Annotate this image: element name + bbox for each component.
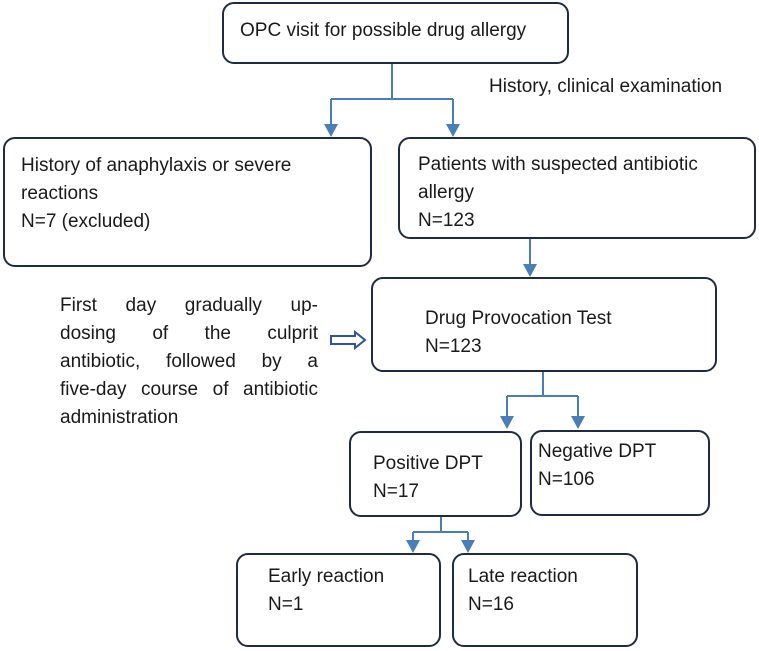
node-early-line2: N=1 (268, 594, 304, 615)
node-excluded-line1: History of anaphylaxis or severe (21, 155, 292, 176)
node-suspected: Patients with suspected antibiotic aller… (398, 137, 756, 239)
arrow-down-icon (406, 540, 420, 553)
node-negative-line1: Negative DPT (538, 441, 657, 462)
node-positive-line1: Positive DPT (373, 453, 483, 474)
node-positive-line2: N=17 (373, 481, 419, 502)
node-early-line1: Early reaction (268, 566, 385, 587)
node-suspected-line3: N=123 (418, 210, 475, 231)
connector-opc-to-branches (324, 64, 460, 137)
node-excluded: History of anaphylaxis or severe reactio… (3, 137, 372, 267)
node-opc-visit-label: OPC visit for possible drug allergy (240, 20, 527, 41)
node-opc-visit: OPC visit for possible drug allergy (222, 2, 569, 64)
arrow-down-icon (446, 124, 460, 137)
node-late-reaction: Late reaction N=16 (452, 553, 638, 647)
history-note: History, clinical examination (489, 76, 723, 97)
connector-suspected-to-dpt (523, 238, 537, 277)
node-positive-dpt: Positive DPT N=17 (349, 431, 522, 517)
dpt-note-line: dosing of the culprit (60, 323, 318, 344)
dpt-note-line: antibiotic, followed by a (60, 351, 318, 372)
node-excluded-line3: N=7 (excluded) (21, 211, 151, 232)
dpt-procedure-note: First day gradually up- dosing of the cu… (60, 292, 318, 432)
arrow-down-icon (500, 416, 514, 429)
connector-dpt-to-outcomes (500, 372, 585, 429)
node-excluded-line2: reactions (21, 183, 99, 204)
dpt-note-line: administration (60, 407, 179, 428)
arrow-down-icon (461, 540, 475, 553)
node-late-line2: N=16 (468, 594, 514, 615)
side-arrow-icon (330, 329, 367, 351)
node-drug-provocation-test: Drug Provocation Test N=123 (371, 277, 717, 372)
dpt-note-line: five-day course of antibiotic (60, 379, 318, 400)
connector-positive-to-reactions (406, 516, 475, 553)
dpt-note-line: First day gradually up- (60, 295, 318, 316)
arrow-down-icon (324, 124, 338, 137)
node-late-line1: Late reaction (468, 566, 578, 587)
node-negative-line2: N=106 (538, 469, 595, 490)
node-early-reaction: Early reaction N=1 (236, 553, 441, 647)
node-dpt-line1: Drug Provocation Test (425, 308, 612, 329)
node-negative-dpt: Negative DPT N=106 (530, 430, 710, 516)
node-suspected-line2: allergy (418, 182, 474, 203)
arrow-down-icon (571, 416, 585, 429)
node-suspected-line1: Patients with suspected antibiotic (418, 154, 698, 175)
node-dpt-line2: N=123 (425, 336, 482, 357)
arrow-down-icon (523, 264, 537, 277)
